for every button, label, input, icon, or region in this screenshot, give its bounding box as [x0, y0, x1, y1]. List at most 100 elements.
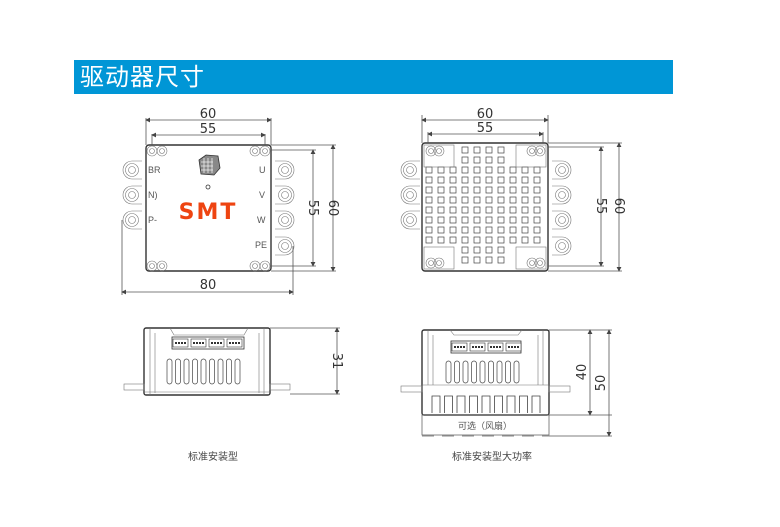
fin-cell [461, 206, 469, 214]
connector-header [171, 336, 245, 350]
fin-cell [485, 186, 493, 194]
mount-tab-left [123, 383, 145, 391]
dim-width-inner: 55 [200, 122, 217, 137]
fin-cell [425, 226, 433, 234]
side-fin [444, 395, 453, 413]
connector-pin [508, 346, 510, 348]
vent-slot [445, 360, 452, 384]
fin-cell [485, 196, 493, 204]
left-terminal-lugs [122, 160, 143, 230]
connector-block [451, 342, 468, 352]
fin-cell [473, 216, 481, 224]
connector-pin [220, 342, 222, 344]
fin-cell [497, 196, 505, 204]
fin-cell [521, 196, 529, 204]
fin-cell [449, 186, 457, 194]
connector-pin [217, 342, 219, 344]
fin-cell [425, 206, 433, 214]
heatsink-body-outline [421, 142, 549, 272]
connector-pin [457, 346, 459, 348]
fin-cell [437, 236, 445, 244]
vent-slot [200, 358, 207, 385]
side-fin [494, 395, 503, 413]
connector-pin [472, 346, 474, 348]
vent-slot [183, 358, 190, 385]
fin-cell [533, 176, 541, 184]
connector-pin [229, 342, 231, 344]
fin-cell [461, 236, 469, 244]
fin-cell [497, 156, 505, 164]
connector-pin [184, 342, 186, 344]
dim-body-height: 40 [575, 364, 590, 381]
fin-cell [509, 166, 517, 174]
fin-cell [485, 176, 493, 184]
connector-pin [493, 346, 495, 348]
vent-slot [462, 360, 469, 384]
connector-pin [454, 346, 456, 348]
terminal-label-u: U [259, 165, 266, 175]
fin-cell [449, 216, 457, 224]
fin-cell [497, 186, 505, 194]
connector-block [505, 342, 522, 352]
vent-slot [496, 360, 503, 384]
fin-cell [521, 236, 529, 244]
fin-cell [485, 256, 493, 264]
terminal-label-w: W [257, 215, 266, 225]
side-fin [431, 395, 441, 413]
connector-pin [478, 346, 480, 348]
connector-pin [514, 346, 516, 348]
fin-cell [449, 176, 457, 184]
fin-cell [485, 166, 493, 174]
optional-fan-box [421, 414, 550, 436]
fin-cell [533, 166, 541, 174]
fin-cell [461, 246, 469, 254]
connector-pin [517, 346, 519, 348]
fin-cell [437, 166, 445, 174]
dim-total-width: 80 [200, 278, 217, 293]
vent-slot [217, 358, 224, 385]
fin-cell [485, 246, 493, 254]
vent-slot [454, 360, 460, 384]
fin-cell [497, 166, 505, 174]
connector-pin [460, 346, 462, 348]
fin-cell [473, 176, 481, 184]
fin-cell [437, 186, 445, 194]
fin-cell [425, 236, 433, 244]
fin-cell [425, 166, 433, 174]
connector-pin [463, 346, 465, 348]
vent-slot [479, 360, 486, 384]
fin-cell [437, 216, 445, 224]
fin-cell [473, 146, 481, 154]
fin-cell [437, 176, 445, 184]
connector-pin [202, 342, 204, 344]
connector-block [487, 342, 504, 352]
vent-slot [471, 360, 477, 384]
fin-cell [473, 246, 481, 254]
dim-side-height: 31 [329, 353, 344, 370]
fin-cell [473, 226, 481, 234]
vent-slots [445, 360, 520, 384]
fin-cell [509, 226, 517, 234]
fin-cell [497, 246, 505, 254]
dim-total-height: 50 [594, 375, 609, 392]
caption-highpower: 标准安装型大功率 [452, 450, 532, 463]
side-body-outline [143, 327, 271, 396]
mount-tab-right [269, 383, 291, 391]
fin-cell [461, 216, 469, 224]
vent-slot [234, 358, 241, 385]
mount-tab-left [400, 385, 423, 393]
connector-pin [193, 342, 195, 344]
connector-pin [475, 346, 477, 348]
fin-cell [533, 186, 541, 194]
fin-cell [461, 226, 469, 234]
standard-side-view: 31 标准安装型 [123, 327, 344, 463]
optional-fan-label: 可选（风扇） [458, 420, 512, 431]
driver-body-outline [145, 144, 272, 272]
connector-pins [451, 342, 522, 352]
fin-cell [533, 206, 541, 214]
connector-pin [235, 342, 237, 344]
fin-cell [509, 176, 517, 184]
dim-height-inner: 55 [305, 200, 320, 217]
fin-cell [425, 216, 433, 224]
fin-cell [461, 176, 469, 184]
